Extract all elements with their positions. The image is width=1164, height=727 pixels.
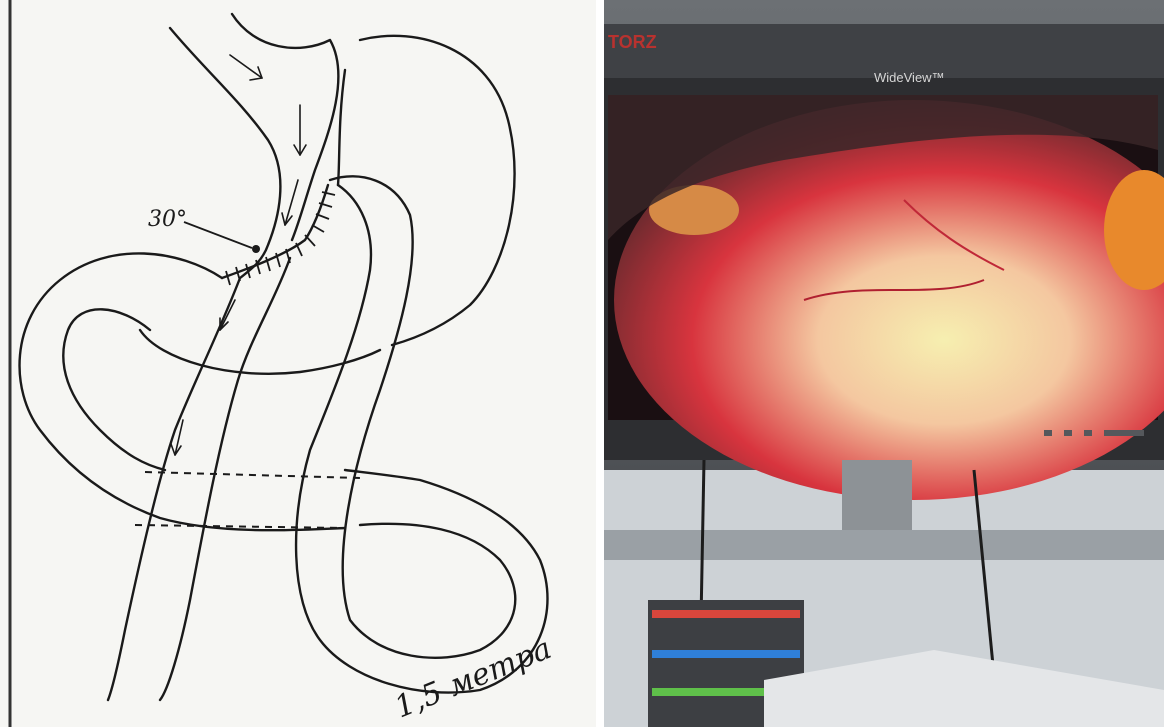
drawer-red [652,610,800,618]
angle-pointer-dot [252,245,260,253]
drawer-blue [652,650,800,658]
monitor-photo: TORZ WideView™ [604,0,1164,727]
monitor-stand [842,460,912,540]
monitor-model-label: WideView™ [874,70,945,85]
angle-label: 30° [148,207,187,232]
monitor-photo-panel: TORZ WideView™ [604,0,1164,727]
monitor-brand: TORZ [608,32,657,52]
surgical-sketch-panel: 30° 1,5 метра [0,0,596,727]
shelf [604,530,1164,560]
bypass-diagram: 30° 1,5 метра [0,0,596,727]
